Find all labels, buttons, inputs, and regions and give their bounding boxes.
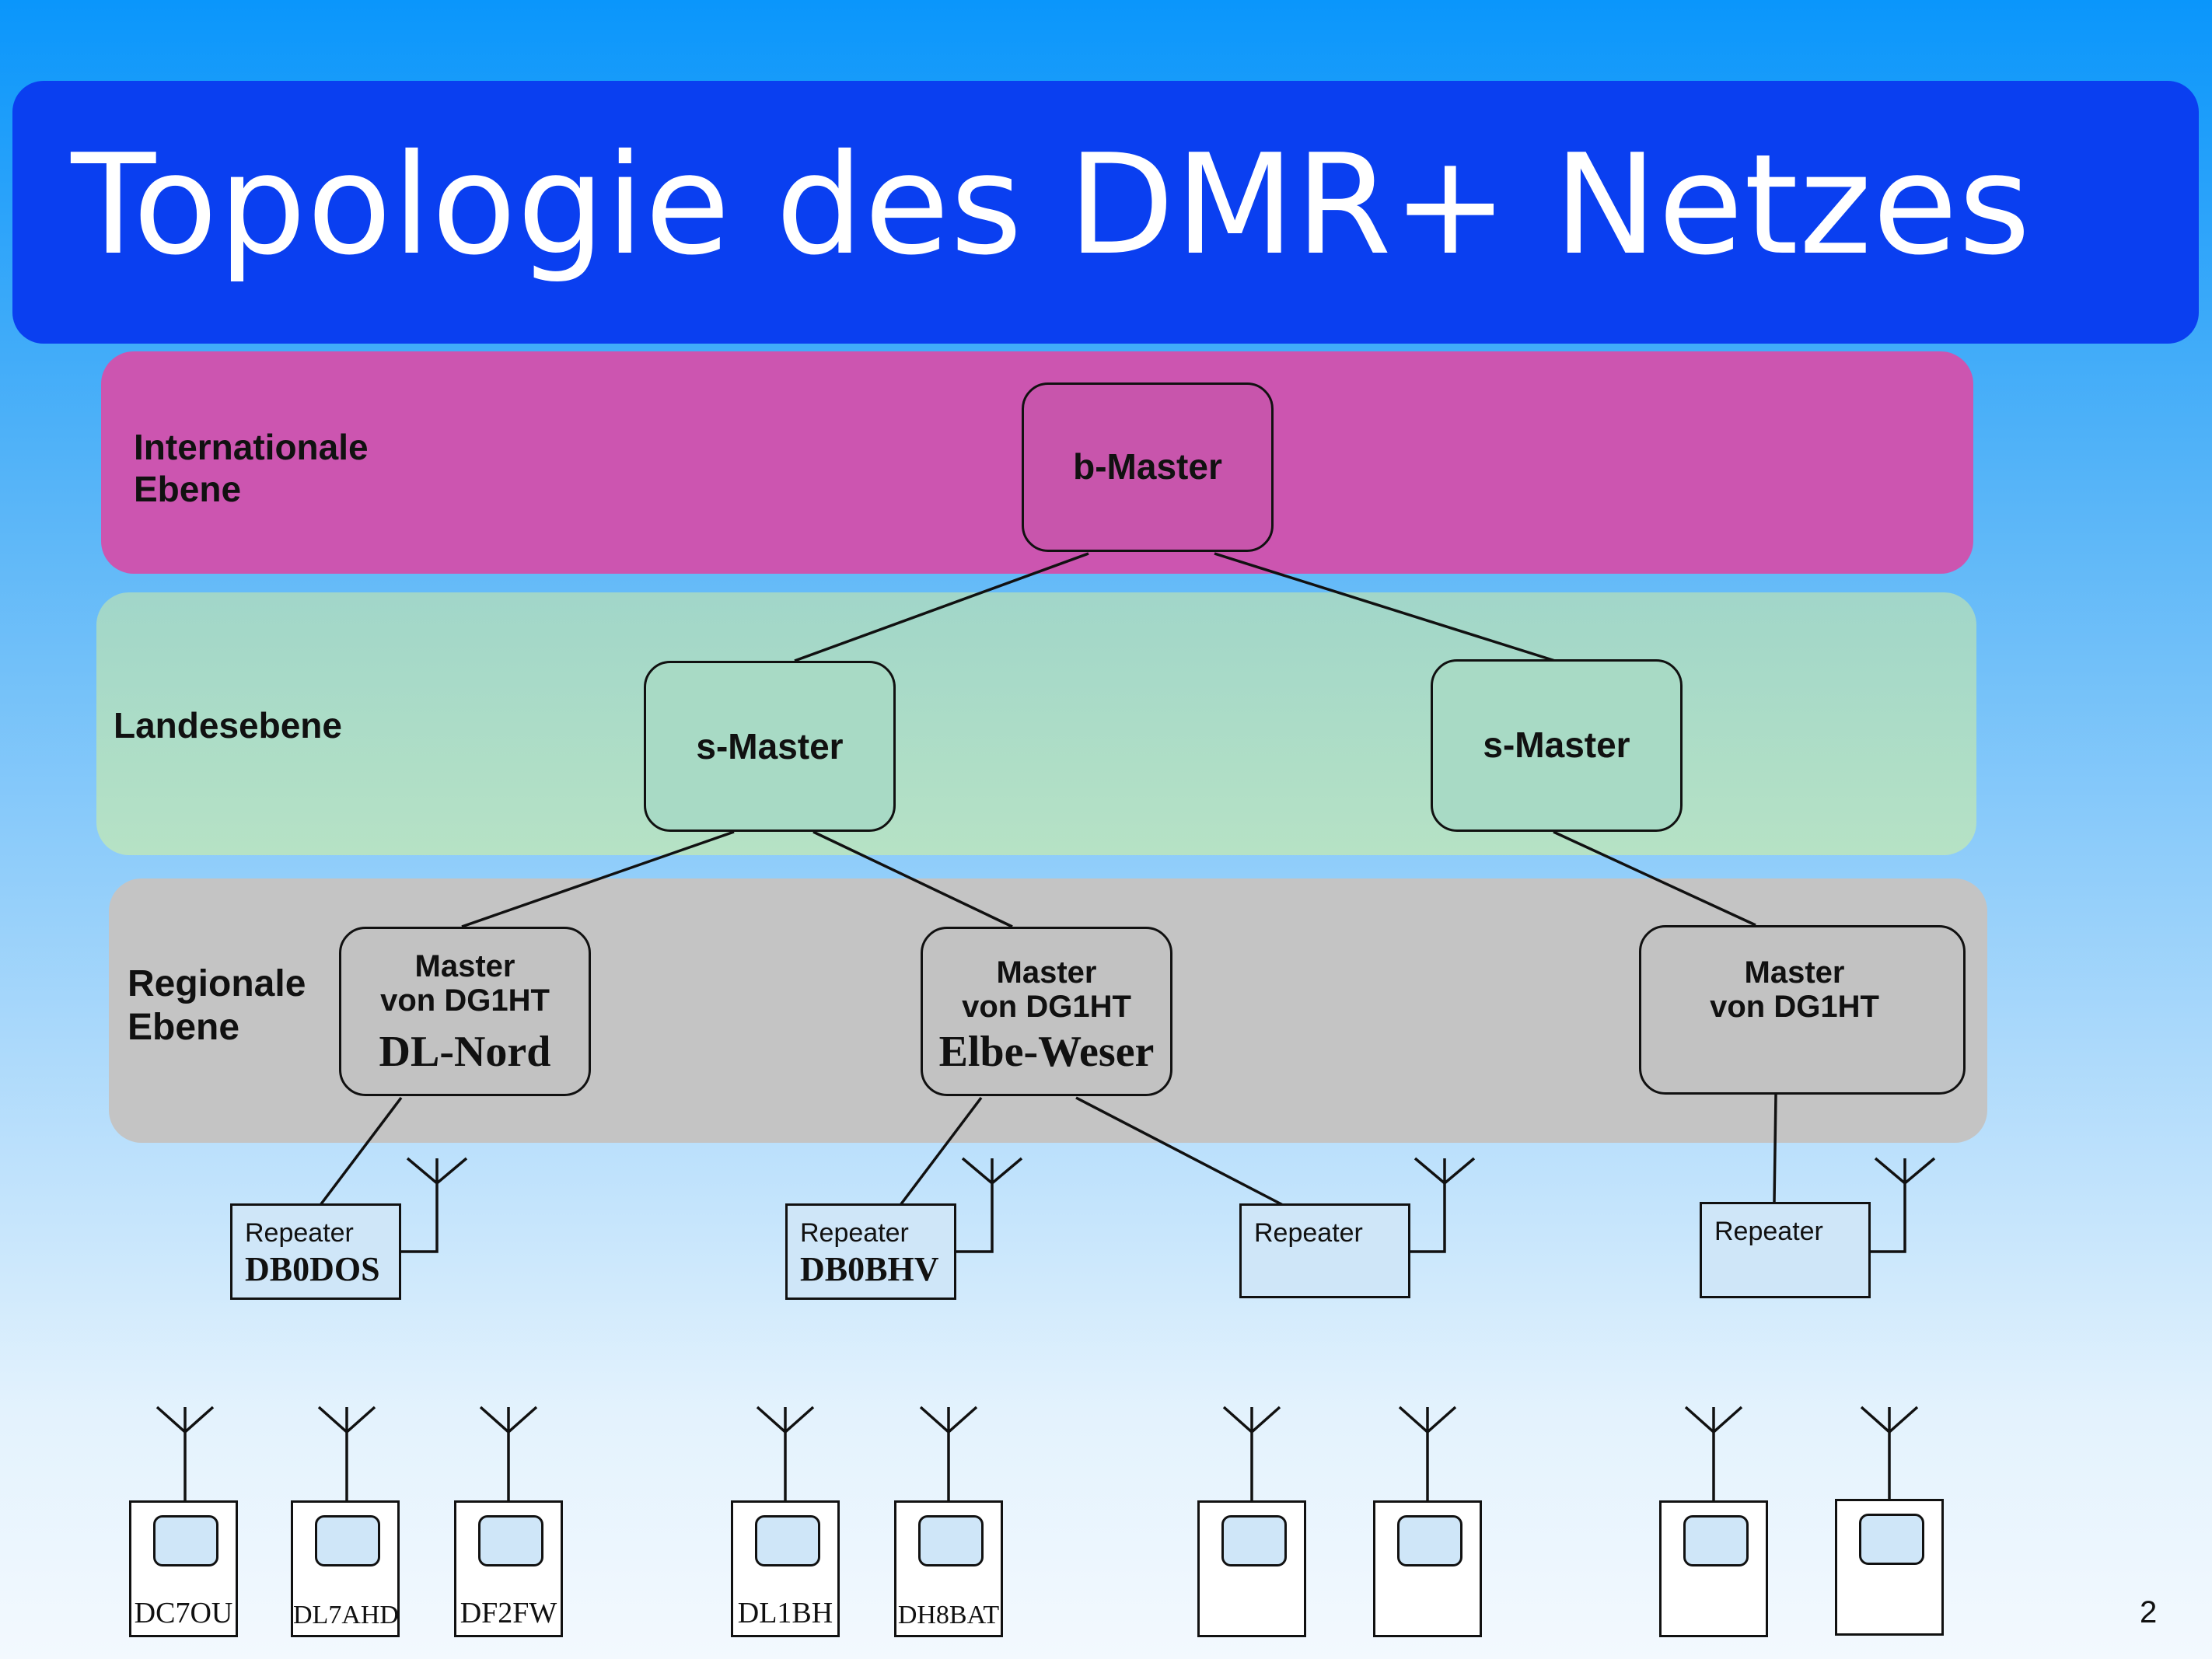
radio-screen-icon: [315, 1515, 380, 1566]
link-bmaster-smaster-right: [1214, 552, 1556, 662]
s-master-right-node[interactable]: s-Master: [1431, 659, 1683, 832]
radio-callsign: DC7OU: [134, 1597, 233, 1629]
radio-9[interactable]: [1835, 1499, 1944, 1636]
repeater-4[interactable]: Repeater: [1700, 1202, 1871, 1298]
radio-dl1bh[interactable]: DL1BH: [731, 1500, 840, 1637]
title-bar: Topologie des DMR+ Netzes: [12, 81, 2199, 344]
link-smaster-master-1: [461, 830, 735, 928]
master-dl-nord-region: DL-Nord: [379, 1028, 551, 1076]
link-smaster-master-2: [812, 830, 1013, 928]
master-elbe-weser-label: Master von DG1HT: [962, 955, 1131, 1024]
radio-screen-icon: [1859, 1514, 1924, 1565]
radio-7[interactable]: [1373, 1500, 1482, 1637]
master-elbe-weser-node[interactable]: Master von DG1HT Elbe-Weser: [921, 927, 1172, 1096]
b-master-label: b-Master: [1073, 446, 1222, 487]
master-3-node[interactable]: Master von DG1HT: [1639, 925, 1966, 1095]
repeater-callsign: DB0BHV: [800, 1250, 939, 1288]
radio-screen-icon: [1397, 1515, 1462, 1566]
s-master-right-label: s-Master: [1483, 725, 1630, 765]
radio-screen-icon: [1683, 1515, 1749, 1566]
link-master1-repeater1: [319, 1096, 403, 1207]
international-level-label: Internationale Ebene: [134, 427, 369, 509]
repeater-label: Repeater: [800, 1218, 909, 1248]
radio-callsign: DL1BH: [737, 1597, 833, 1629]
master-dl-nord-label: Master von DG1HT: [380, 949, 550, 1018]
radio-screen-icon: [918, 1515, 984, 1566]
radio-df2fw[interactable]: DF2FW: [454, 1500, 563, 1637]
radio-screen-icon: [755, 1515, 820, 1566]
radio-6[interactable]: [1197, 1500, 1306, 1637]
radio-dl7ahd[interactable]: DL7AHD: [291, 1500, 400, 1637]
repeater-label: Repeater: [1254, 1218, 1363, 1248]
page-title: Topologie des DMR+ Netzes: [71, 124, 2032, 285]
radio-callsign: DF2FW: [460, 1597, 557, 1629]
repeater-label: Repeater: [1714, 1217, 1823, 1246]
link-bmaster-smaster-left: [794, 552, 1089, 662]
master-dl-nord-node[interactable]: Master von DG1HT DL-Nord: [339, 927, 591, 1096]
repeater-db0bhv[interactable]: Repeater DB0BHV: [785, 1203, 956, 1300]
master-3-label: Master von DG1HT: [1710, 955, 1879, 1024]
b-master-node[interactable]: b-Master: [1022, 382, 1274, 552]
master-elbe-weser-region: Elbe-Weser: [938, 1028, 1155, 1076]
radio-dh8bat[interactable]: DH8BAT: [894, 1500, 1003, 1637]
radio-screen-icon: [1221, 1515, 1287, 1566]
radio-callsign: DL7AHD: [293, 1601, 399, 1629]
s-master-left-label: s-Master: [696, 726, 844, 767]
repeater-label: Repeater: [245, 1218, 354, 1248]
link-master2-repeater2: [899, 1096, 983, 1207]
link-master3-repeater4: [1773, 1094, 1777, 1203]
radio-screen-icon: [478, 1515, 543, 1566]
s-master-left-node[interactable]: s-Master: [644, 661, 896, 832]
link-smaster-master-3: [1553, 830, 1756, 927]
repeater-3[interactable]: Repeater: [1239, 1203, 1410, 1298]
radio-screen-icon: [153, 1515, 218, 1566]
repeater-callsign: DB0DOS: [245, 1250, 380, 1288]
radio-callsign: DH8BAT: [897, 1601, 1000, 1629]
national-level-label: Landesebene: [114, 705, 342, 746]
repeater-antenna-icons: [401, 1157, 1936, 1253]
radio-8[interactable]: [1659, 1500, 1768, 1637]
repeater-db0dos[interactable]: Repeater DB0DOS: [230, 1203, 401, 1300]
radio-dc7ou[interactable]: DC7OU: [129, 1500, 238, 1637]
page-number: 2: [2140, 1595, 2158, 1629]
radio-antenna-icons: [156, 1406, 1919, 1502]
link-master2-repeater3: [1075, 1096, 1284, 1207]
regional-level-label: Regionale Ebene: [128, 963, 306, 1048]
